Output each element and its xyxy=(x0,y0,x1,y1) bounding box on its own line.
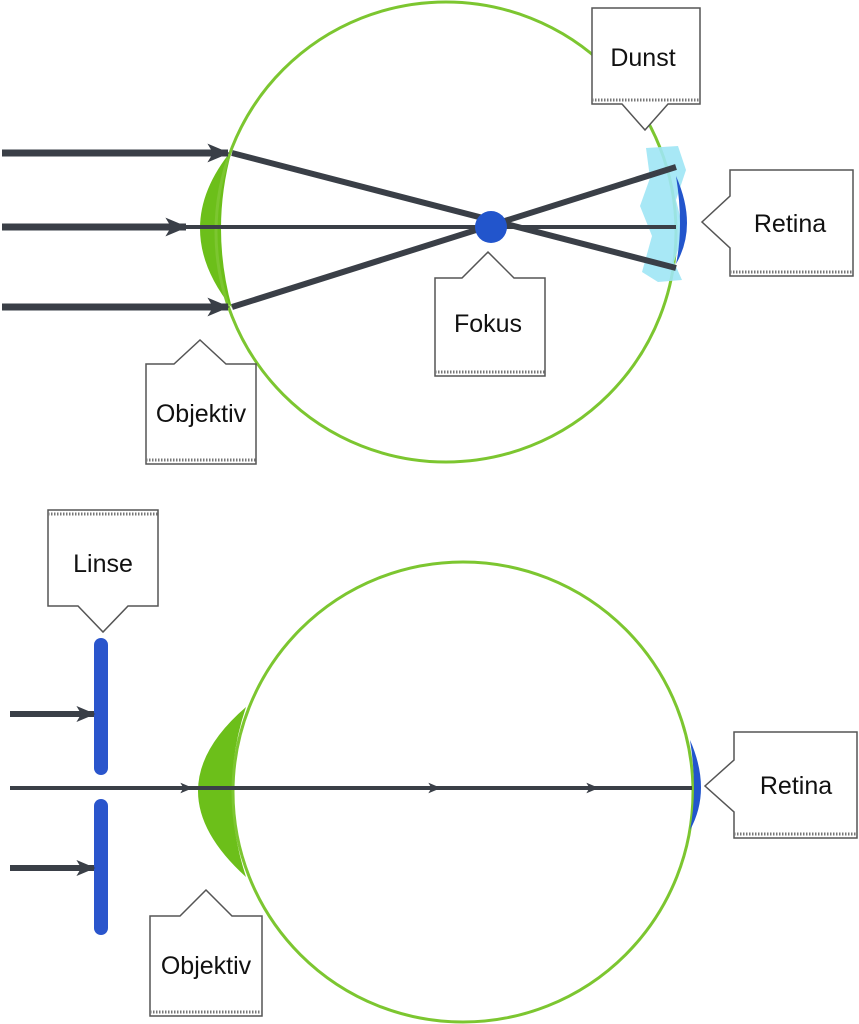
callout-haze: Dunst xyxy=(591,7,701,132)
callout-haze-text: Dunst xyxy=(610,44,675,72)
callout-objective-top: Objektiv xyxy=(145,338,257,465)
callout-objective-top-text: Objektiv xyxy=(156,400,247,428)
top-haze-shape xyxy=(640,146,686,282)
bottom-retina-shape xyxy=(690,740,701,830)
callout-lens: Linse xyxy=(47,509,159,634)
callout-lens-text: Linse xyxy=(73,550,133,578)
bottom-eyeball xyxy=(231,560,695,1024)
bottom-objective-shape xyxy=(198,707,246,877)
top-focus-point xyxy=(475,211,507,243)
callout-focus-text: Fokus xyxy=(454,310,522,338)
callout-objective-bottom: Objektiv xyxy=(149,888,263,1017)
callout-objective-bottom-text: Objektiv xyxy=(161,952,252,980)
callout-focus: Fokus xyxy=(434,250,546,377)
callout-retina-top-text: Retina xyxy=(754,210,826,238)
bottom-eye-diagram: Linse Retina Objektiv xyxy=(10,509,858,1024)
top-retina-shape xyxy=(676,176,687,264)
top-refracted-ray-lower xyxy=(231,164,677,310)
callout-retina-bottom-text: Retina xyxy=(760,772,832,800)
top-eye-diagram: Dunst Retina Fokus Objektiv xyxy=(2,0,854,465)
callout-retina-top: Retina xyxy=(700,169,854,277)
top-refracted-ray-upper xyxy=(231,150,677,271)
callout-retina-bottom: Retina xyxy=(703,731,858,839)
